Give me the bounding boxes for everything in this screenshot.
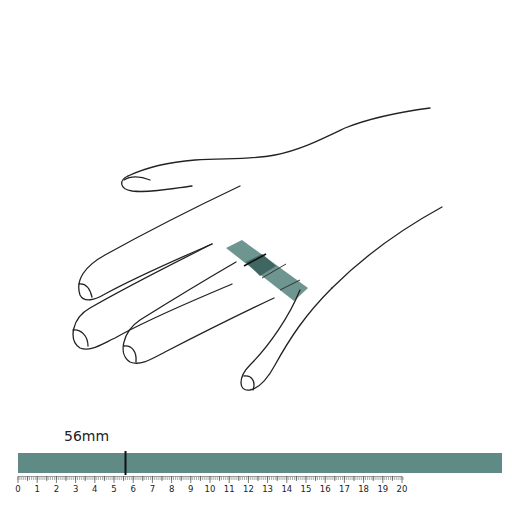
ruler-tick xyxy=(18,476,19,483)
ruler-tick xyxy=(171,476,172,483)
scale-number: 13 xyxy=(262,485,273,494)
ruler-tick xyxy=(296,476,297,481)
ruler-tick xyxy=(210,476,211,483)
ruler-tick xyxy=(104,476,105,481)
ruler-tick xyxy=(229,476,230,483)
scale-number: 6 xyxy=(130,485,135,494)
ruler-tick xyxy=(219,476,220,481)
ruler-tick xyxy=(190,476,191,483)
ruler-tick xyxy=(306,476,307,483)
ruler-bar xyxy=(18,453,502,473)
scale-number: 20 xyxy=(397,485,408,494)
ruler-tick xyxy=(85,476,86,481)
ruler-tick xyxy=(142,476,143,481)
ruler-tick xyxy=(94,476,95,483)
ruler-tick xyxy=(373,476,374,481)
ruler-tick xyxy=(37,476,38,483)
ruler-tick xyxy=(315,476,316,481)
ring-band xyxy=(226,240,308,301)
scale-number: 15 xyxy=(301,485,312,494)
ruler-tick xyxy=(123,476,124,481)
scale-number: 8 xyxy=(169,485,174,494)
ruler-tick xyxy=(363,476,364,483)
ruler-tick xyxy=(354,476,355,481)
size-marker xyxy=(125,451,127,475)
scale-number: 9 xyxy=(188,485,193,494)
ruler-tick xyxy=(75,476,76,483)
scale-number: 1 xyxy=(34,485,39,494)
scale-number: 7 xyxy=(150,485,155,494)
scale-number: 10 xyxy=(205,485,216,494)
ruler-tick xyxy=(114,476,115,483)
scale-number: 4 xyxy=(92,485,97,494)
ruler-tick xyxy=(267,476,268,483)
scale-number: 5 xyxy=(111,485,116,494)
ruler-tick xyxy=(277,476,278,481)
ruler-tick xyxy=(402,476,403,483)
ruler-tick xyxy=(56,476,57,483)
scale-number: 2 xyxy=(54,485,59,494)
size-readout: 56mm xyxy=(64,429,109,443)
ruler-tick xyxy=(344,476,345,483)
scale-number: 3 xyxy=(73,485,78,494)
scale-number: 18 xyxy=(358,485,369,494)
ruler-tick xyxy=(286,476,287,483)
ruler-tick xyxy=(200,476,201,481)
ruler-tick xyxy=(382,476,383,483)
scale-number: 19 xyxy=(377,485,388,494)
scale-number: 17 xyxy=(339,485,350,494)
hand-outline xyxy=(73,108,442,390)
scale-number: 16 xyxy=(320,485,331,494)
ruler-tick xyxy=(334,476,335,481)
ruler-tick xyxy=(392,476,393,481)
ruler-tick xyxy=(258,476,259,481)
scale-number: 11 xyxy=(224,485,235,494)
ruler-tick xyxy=(27,476,28,481)
ruler-tick xyxy=(133,476,134,483)
ruler-tick xyxy=(162,476,163,481)
ruler-scale xyxy=(17,476,404,482)
ruler-tick xyxy=(152,476,153,483)
ruler-tick xyxy=(238,476,239,481)
ruler-ticks xyxy=(18,476,402,483)
scale-number: 14 xyxy=(281,485,292,494)
scale-number: 12 xyxy=(243,485,254,494)
ruler-tick xyxy=(66,476,67,481)
ruler-tick xyxy=(248,476,249,483)
ruler-tick xyxy=(325,476,326,483)
ruler-tick xyxy=(181,476,182,481)
scale-number: 0 xyxy=(15,485,20,494)
ruler-tick xyxy=(46,476,47,481)
